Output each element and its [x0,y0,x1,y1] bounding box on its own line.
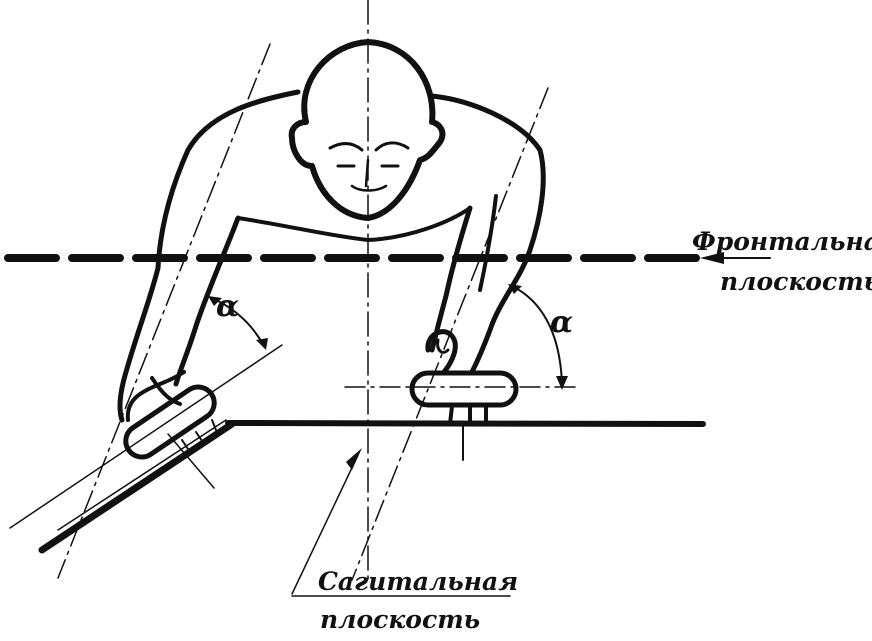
right-arm-inner [478,194,498,292]
right-angle-arc [511,285,563,385]
surface-edge-line [225,420,706,427]
frontal-plane-label-line2: плоскость [720,267,872,296]
left-stick-shaft [38,420,236,554]
left-arm-axis [57,43,271,579]
face-nose [350,158,388,192]
sagittal-plane-label-line1: Сагитальная [318,567,518,596]
left-handle [123,384,217,460]
right-arm-outline [429,205,473,353]
angle-label-right: α [550,305,573,340]
left-hand-outline [125,370,186,422]
right-hand-ring-inner [436,338,450,354]
shoulders-outline [117,89,301,423]
left-stick-shaft-edge [57,419,227,531]
left-stick-branch [167,433,215,489]
face-eyebrows [328,141,410,152]
sagittal-leader-line [291,454,359,595]
left-blade-ticks [181,419,217,453]
frontal-leader-arrow [700,252,724,264]
sagittal-leader-arrow [346,448,362,470]
left-arm-outline [173,215,241,387]
right-shoulder-outline [429,93,546,375]
left-angle-arrow-bottom [256,338,268,350]
sagittal-plane-label-line2: плоскость [320,605,480,634]
frontal-plane-label-line1: Фронтальная [692,227,872,256]
right-handle [409,370,519,408]
left-angle-arrow-top [208,296,222,306]
right-angle-arrow-top [508,284,522,294]
head-outline [288,39,446,221]
right-hand-ring [425,329,458,375]
left-forearm-outline [150,376,182,406]
torso-lower-edge [236,206,472,242]
right-grip-support [448,404,488,426]
angle-label-left: α [216,289,239,324]
right-angle-arrow-bottom [556,376,568,390]
left-angle-reference-line [9,344,283,529]
